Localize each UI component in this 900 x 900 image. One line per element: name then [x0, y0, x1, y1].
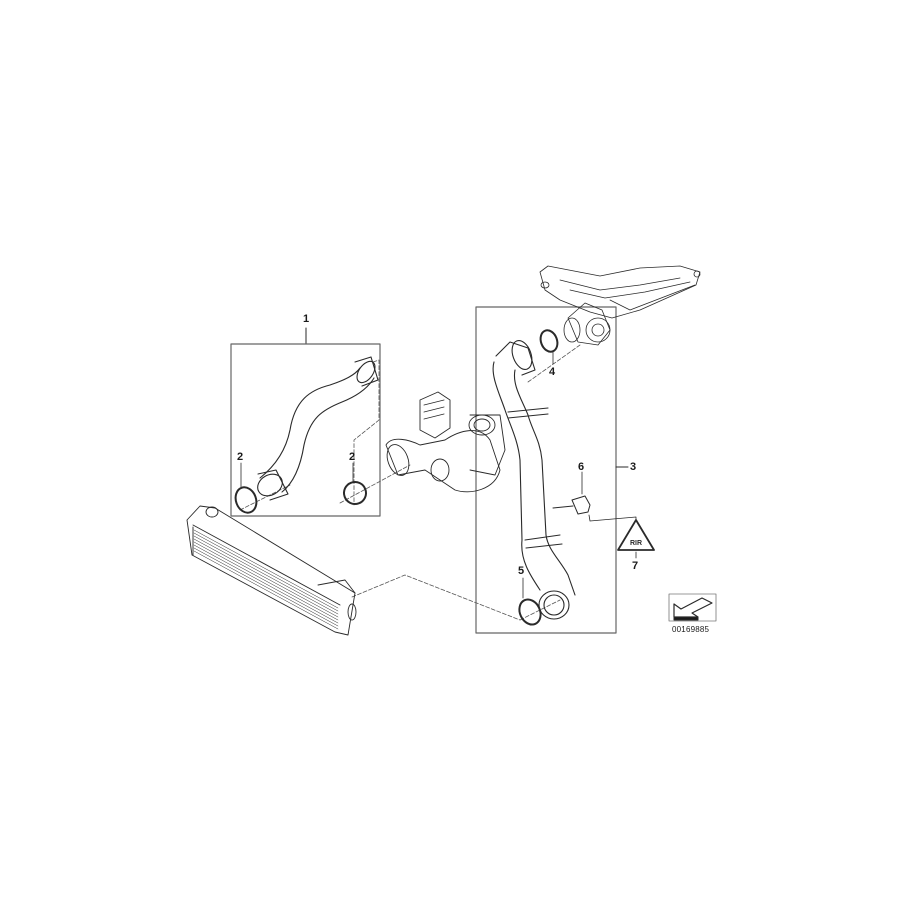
callout-label-6: 6	[578, 461, 585, 473]
turbocharger	[385, 391, 506, 493]
o-ring-part-5	[518, 598, 542, 626]
callout-label-5: 5	[518, 565, 525, 577]
group-box-part-1	[230, 327, 381, 517]
diagram-arrow-icon	[668, 593, 717, 622]
group-box-part-3	[475, 306, 629, 634]
assembly-lines	[239, 344, 581, 621]
warning-label-part-7: RIR	[617, 519, 655, 559]
intercooler	[186, 505, 357, 636]
charge-air-hose-part-1	[257, 356, 379, 501]
callout-label-2-right: 2	[349, 451, 356, 463]
callout-label-2-left: 2	[237, 451, 244, 463]
callout-label-4: 4	[549, 366, 556, 378]
charge-air-pipe-part-3	[492, 340, 576, 620]
o-ring-part-2-left	[234, 486, 258, 514]
svg-text:RIR: RIR	[630, 540, 642, 547]
callout-label-3: 3	[630, 461, 637, 473]
callout-label-1: 1	[303, 313, 310, 325]
diagram-number: 00169885	[672, 625, 710, 634]
callout-label-7: 7	[632, 560, 639, 572]
o-ring-part-2-right	[343, 481, 367, 505]
intake-manifold	[539, 265, 701, 346]
o-ring-part-4	[539, 329, 559, 353]
sensor-part-6	[552, 471, 637, 522]
